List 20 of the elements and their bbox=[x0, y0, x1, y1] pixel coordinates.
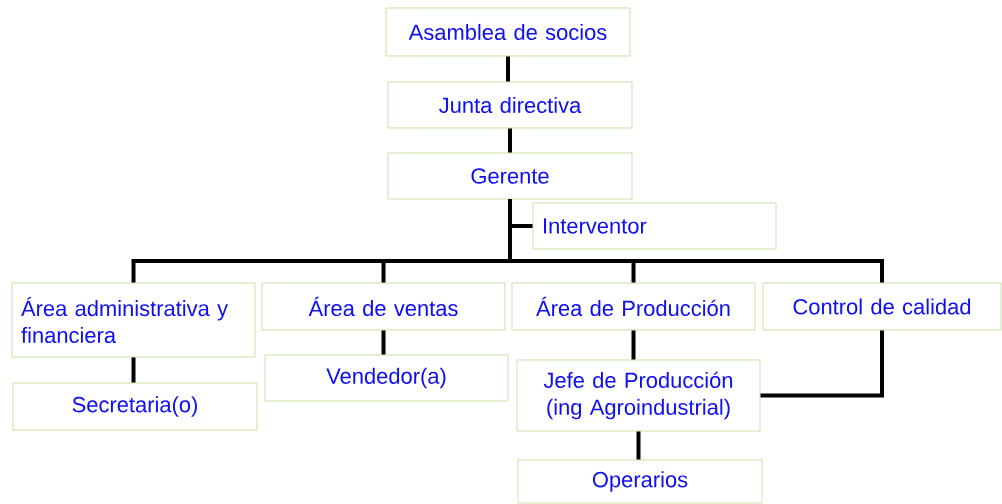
connector-line bbox=[508, 128, 512, 153]
connector-line bbox=[131, 357, 136, 383]
org-box: Vendedor(a) bbox=[264, 354, 509, 402]
org-box: Gerente bbox=[387, 152, 633, 200]
org-box: Asamblea de socios bbox=[385, 7, 631, 57]
org-box: Área de ventas bbox=[261, 282, 506, 331]
connector-line bbox=[381, 330, 386, 355]
org-box: Junta directiva bbox=[387, 81, 633, 129]
connector-line bbox=[506, 56, 510, 82]
org-box: Interventor bbox=[532, 202, 777, 250]
org-box: Área administrativa y financiera bbox=[11, 282, 256, 358]
org-box: Control de calidad bbox=[762, 282, 1002, 331]
connector-line bbox=[508, 199, 884, 283]
org-box: Secretaria(o) bbox=[12, 382, 258, 431]
connector-line bbox=[760, 330, 884, 398]
org-box: Jefe de Producción (ing Agroindustrial) bbox=[516, 359, 761, 432]
org-box: Área de Producción bbox=[511, 282, 756, 331]
org-box: Operarios bbox=[517, 459, 763, 504]
connector-line bbox=[631, 330, 636, 360]
connector-line bbox=[636, 431, 641, 460]
